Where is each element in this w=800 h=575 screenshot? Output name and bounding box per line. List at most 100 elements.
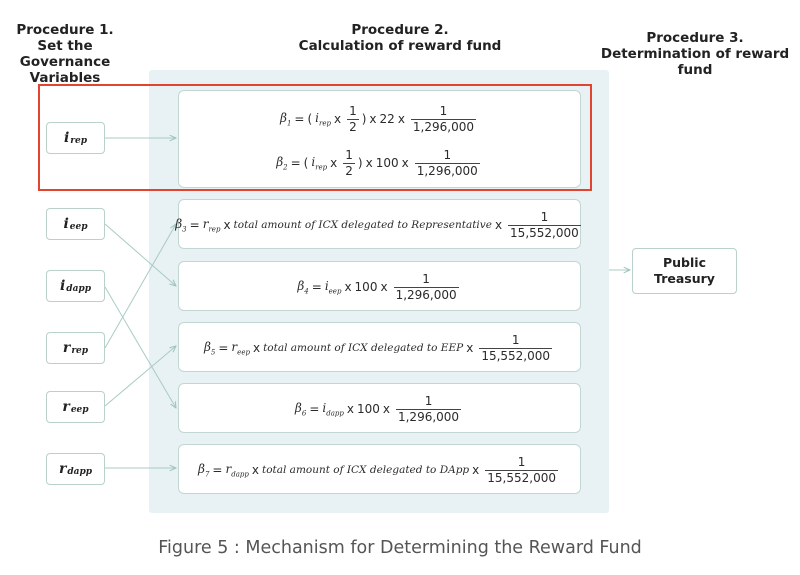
beta-symbol: β7 xyxy=(198,461,210,479)
times-sign: x xyxy=(330,156,338,170)
procedure-3-header: Procedure 3. Determination of reward fun… xyxy=(590,30,800,78)
formula-box-beta-7: β7 = rdapp x total amount of ICX delegat… xyxy=(178,444,581,494)
equals-sign: = xyxy=(189,218,200,232)
equals-sign: = xyxy=(218,341,229,355)
times-sign: x xyxy=(466,341,474,355)
formula-variable: rrep xyxy=(202,216,221,234)
formula-beta-7: β7 = rdapp x total amount of ICX delegat… xyxy=(179,445,580,495)
formula-text: total amount of ICX delegated to Represe… xyxy=(233,219,492,231)
formula-box-beta-5: β5 = reep x total amount of ICX delegate… xyxy=(178,322,581,372)
header-line: Procedure 3. xyxy=(646,30,744,46)
close-paren: ) xyxy=(361,112,367,126)
formula-variable: irep xyxy=(315,110,331,128)
variable-symbol: i xyxy=(63,216,69,232)
multiplier: 100 xyxy=(356,402,380,416)
open-paren: ( xyxy=(307,112,313,126)
times-sign: x xyxy=(494,218,503,232)
figure-caption: Figure 5 : Mechanism for Determining the… xyxy=(158,538,642,558)
public-treasury-box: Public Treasury xyxy=(632,248,737,294)
open-paren: ( xyxy=(303,156,309,170)
times-sign: x xyxy=(333,112,342,126)
variable-subscript: eep xyxy=(70,405,89,415)
times-sign: x xyxy=(344,280,352,294)
variable-subscript: rep xyxy=(70,136,88,146)
equals-sign: = xyxy=(212,463,223,477)
header-line: Set the Governance xyxy=(19,38,111,70)
times-sign: x xyxy=(252,341,261,355)
variable-symbol: r xyxy=(58,461,67,477)
formula-beta-3: β3 = rrep x total amount of ICX delegate… xyxy=(175,200,581,250)
equals-sign: = xyxy=(290,156,301,170)
times-sign: x xyxy=(472,463,480,477)
formula-text: total amount of ICX delegated to EEP xyxy=(263,342,464,354)
header-line: Calculation of reward fund xyxy=(298,38,502,54)
treasury-line: Public xyxy=(663,255,706,270)
variable-symbol: i xyxy=(63,130,70,146)
procedure-1-header: Procedure 1. Set the Governance Variable… xyxy=(0,22,130,86)
header-line: Determination of reward fund xyxy=(600,46,790,78)
formula-variable: rdapp xyxy=(225,461,249,479)
formula-beta-5: β5 = reep x total amount of ICX delegate… xyxy=(179,323,580,373)
arrow-rrep-to-beta3 xyxy=(104,224,176,349)
beta-symbol: β6 xyxy=(294,400,307,418)
beta-symbol: β3 xyxy=(175,216,187,234)
times-sign: x xyxy=(369,112,377,126)
times-sign: x xyxy=(365,156,373,170)
highlight-box xyxy=(38,84,592,191)
formula-variable: ieep xyxy=(324,278,342,296)
multiplier: 100 xyxy=(375,156,399,170)
header-line: Variables xyxy=(29,70,101,86)
formula-variable: reep xyxy=(231,339,250,357)
times-sign: x xyxy=(251,463,259,477)
variable-symbol: i xyxy=(59,278,66,294)
procedure-2-header: Procedure 2. Calculation of reward fund xyxy=(270,22,530,54)
variable-subscript: dapp xyxy=(66,284,92,294)
equals-sign: = xyxy=(294,112,305,126)
times-sign: x xyxy=(401,156,409,170)
times-sign: x xyxy=(346,402,354,416)
arrow-reep-to-beta5 xyxy=(104,346,176,407)
formula-text: total amount of ICX delegated to DApp xyxy=(261,464,470,476)
times-sign: x xyxy=(397,112,405,126)
multiplier: 22 xyxy=(379,112,395,126)
variable-subscript: eep xyxy=(69,222,88,232)
times-sign: x xyxy=(382,402,390,416)
formula-variable: irep xyxy=(311,154,328,172)
equals-sign: = xyxy=(311,280,322,294)
formula-box-beta-3: β3 = rrep x total amount of ICX delegate… xyxy=(175,199,581,250)
times-sign: x xyxy=(380,280,388,294)
arrow-ieep-to-beta4 xyxy=(104,223,176,286)
treasury-line: Treasury xyxy=(654,271,715,286)
header-line: Procedure 1. xyxy=(16,22,114,38)
beta-symbol: β4 xyxy=(297,278,309,296)
times-sign: x xyxy=(223,218,231,232)
beta-symbol: β1 xyxy=(280,110,292,128)
multiplier: 100 xyxy=(354,280,378,294)
variable-symbol: r xyxy=(62,399,70,415)
beta-symbol: β5 xyxy=(203,339,216,357)
variable-symbol: r xyxy=(62,340,71,356)
header-line: Procedure 2. xyxy=(351,22,449,38)
